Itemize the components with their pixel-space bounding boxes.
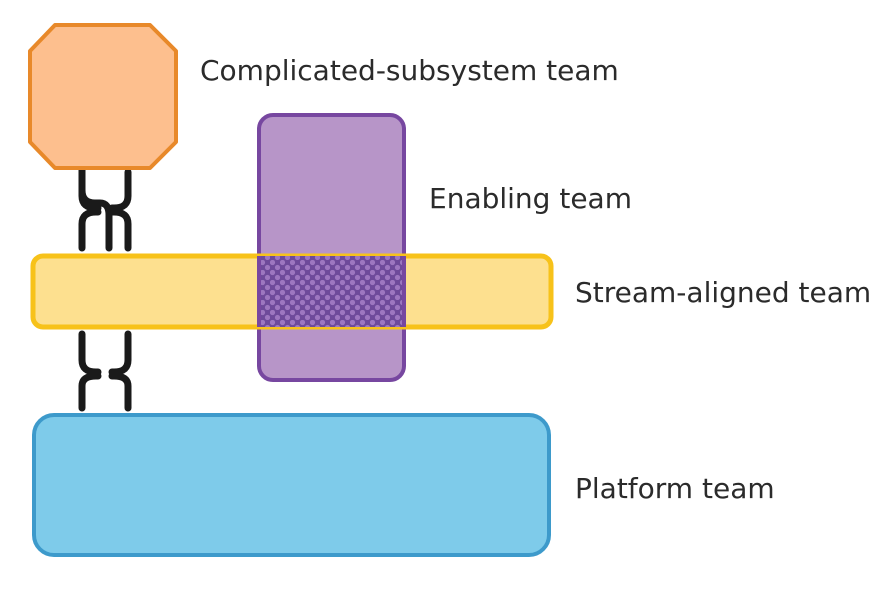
enabling-team-shape — [257, 113, 406, 382]
connector-lower-shape-icon — [78, 330, 132, 412]
stream-aligned-team-label: Stream-aligned team — [575, 276, 871, 309]
platform-team-shape — [32, 413, 551, 557]
connector-upper-shape-icon — [78, 168, 132, 252]
complicated-subsystem-team-label: Complicated-subsystem team — [200, 54, 619, 87]
platform-team-label: Platform team — [575, 472, 775, 505]
complicated-subsystem-team-shape — [28, 23, 178, 170]
enabling-team-label: Enabling team — [429, 182, 632, 215]
enabling-stream-overlap-area — [259, 256, 404, 327]
